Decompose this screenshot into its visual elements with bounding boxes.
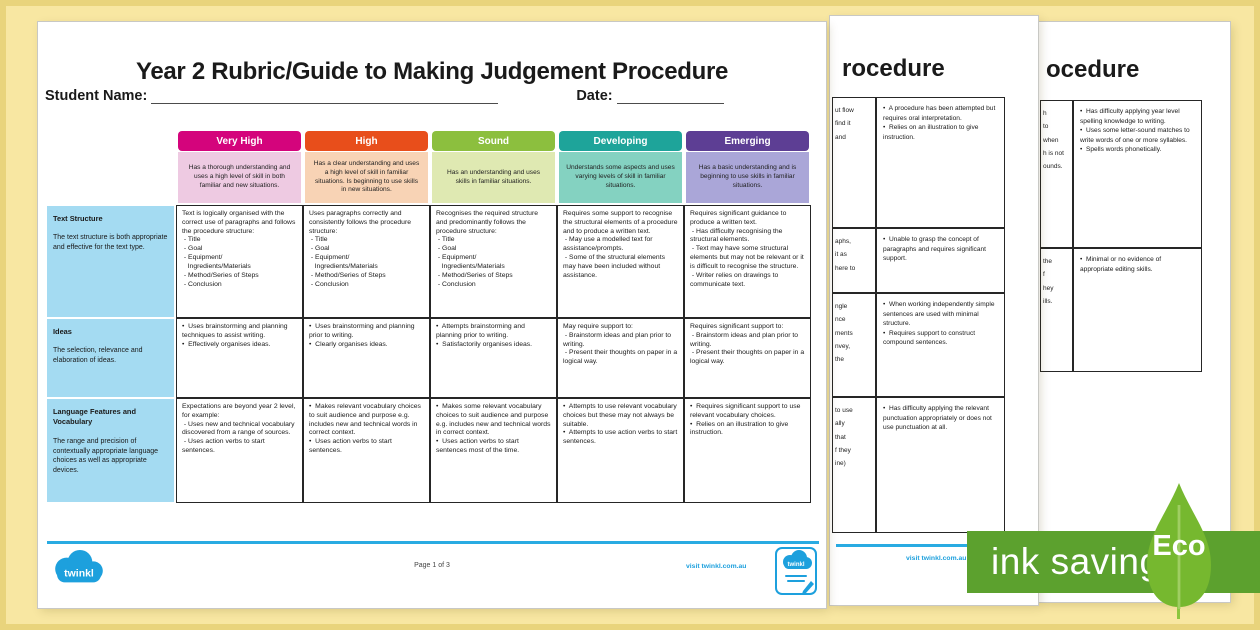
clipped-cell-fragment: to use ally that f they ine)	[832, 397, 876, 533]
rubric-cell: Requires significant support to: - Brain…	[684, 318, 811, 398]
visit-link: visit twinkl.com.au	[686, 563, 747, 570]
row-header-text-structure: Text Structure The text structure is bot…	[47, 206, 174, 317]
page-title: Year 2 Rubric/Guide to Making Judgement …	[135, 58, 729, 85]
ink-saving-label: ink saving	[991, 541, 1161, 582]
rubric-cell: Recognises the required structure and pr…	[430, 205, 557, 318]
rubric-cell: • Uses brainstorming and planning techni…	[176, 318, 303, 398]
rubric-cell: Uses paragraphs correctly and consistent…	[303, 205, 430, 318]
name-date-row: Student Name: Date:	[45, 88, 724, 104]
clipped-cell-fragment: aphs, it as here to	[832, 228, 876, 293]
rubric-cell: • Attempts to use relevant vocabulary ch…	[557, 398, 684, 503]
column-descriptor: Has a thorough understanding and uses a …	[178, 152, 301, 203]
column-header-emerging: Emerging	[686, 131, 809, 151]
rubric-cell: May require support to: - Brainstorm ide…	[557, 318, 684, 398]
document-page-1: Year 2 Rubric/Guide to Making Judgement …	[38, 22, 826, 608]
rubric-cell: • Minimal or no evidence of appropriate …	[1073, 248, 1202, 372]
student-name-label: Student Name:	[45, 88, 148, 104]
page2-table: ut flow find it and • A procedure has be…	[832, 97, 1005, 533]
corner-cell	[47, 152, 176, 205]
column-descriptor: Has a basic understanding and is beginni…	[686, 152, 809, 203]
column-header-developing: Developing	[559, 131, 682, 151]
page3-title-fragment: ocedure	[1046, 56, 1140, 83]
rubric-cell: • Has difficulty applying year level spe…	[1073, 100, 1202, 248]
page-number: Page 1 of 3	[414, 562, 450, 569]
rubric-cell: • Makes some relevant vocabulary choices…	[430, 398, 557, 503]
column-descriptor: Understands some aspects and uses varyin…	[559, 152, 682, 203]
twinkl-quality-badge-icon: twinkl	[775, 547, 817, 600]
rubric-cell: • When working independently simple sent…	[876, 293, 1005, 397]
rubric-cell: • Attempts brainstorming and planning pr…	[430, 318, 557, 398]
rubric-cell: Requires significant guidance to produce…	[684, 205, 811, 318]
clipped-cell-fragment: h to when h is not ounds.	[1040, 100, 1073, 248]
rubric-cell: • Has difficulty applying the relevant p…	[876, 397, 1005, 533]
ink-saving-banner: ink saving	[967, 531, 1260, 593]
row-header-ideas: Ideas The selection, relevance and elabo…	[47, 319, 174, 397]
column-descriptor: Has an understanding and uses skills in …	[432, 152, 555, 203]
rubric-cell: Requires some support to recognise the s…	[557, 205, 684, 318]
rubric-cell: • Uses brainstorming and planning prior …	[303, 318, 430, 398]
document-page-2: rocedure ut flow find it and • A procedu…	[830, 16, 1038, 605]
clipped-cell-fragment: ut flow find it and	[832, 97, 876, 228]
row-header-language-features: Language Features and Vocabulary The ran…	[47, 399, 174, 502]
twinkl-logo-icon: twinkl	[50, 549, 108, 594]
page3-table: h to when h is not ounds. • Has difficul…	[1040, 100, 1202, 372]
eco-leaf-icon	[1143, 481, 1215, 614]
rubric-cell: • Requires significant support to use re…	[684, 398, 811, 503]
eco-label: Eco	[1152, 530, 1206, 562]
footer-rule	[836, 544, 1032, 547]
rubric-cell: • Makes relevant vocabulary choices to s…	[303, 398, 430, 503]
date-label: Date:	[576, 88, 613, 104]
clipped-cell-fragment: the f hey ills.	[1040, 248, 1073, 372]
rubric-cell: • A procedure has been attempted but req…	[876, 97, 1005, 228]
rubric-cell: Text is logically organised with the cor…	[176, 205, 303, 318]
column-descriptor: Has a clear understanding and uses a hig…	[305, 152, 428, 203]
rubric-cell: • Unable to grasp the concept of paragra…	[876, 228, 1005, 293]
page2-title-fragment: rocedure	[842, 55, 945, 82]
column-header-sound: Sound	[432, 131, 555, 151]
date-line	[616, 89, 724, 104]
rubric-cell: Expectations are beyond year 2 level, fo…	[176, 398, 303, 503]
student-name-line	[151, 89, 499, 104]
footer-rule	[47, 541, 819, 544]
document-page-3: ocedure h to when h is not ounds. • Has …	[1038, 22, 1230, 602]
svg-text:twinkl: twinkl	[787, 562, 804, 568]
corner-cell	[47, 130, 176, 152]
clipped-cell-fragment: ngle nce ments nvey, the	[832, 293, 876, 397]
column-header-very-high: Very High	[178, 131, 301, 151]
visit-link: visit twinkl.com.au	[906, 555, 967, 562]
column-header-high: High	[305, 131, 428, 151]
rubric-table: Very High High Sound Developing Emerging…	[47, 130, 811, 503]
svg-text:twinkl: twinkl	[64, 569, 94, 580]
